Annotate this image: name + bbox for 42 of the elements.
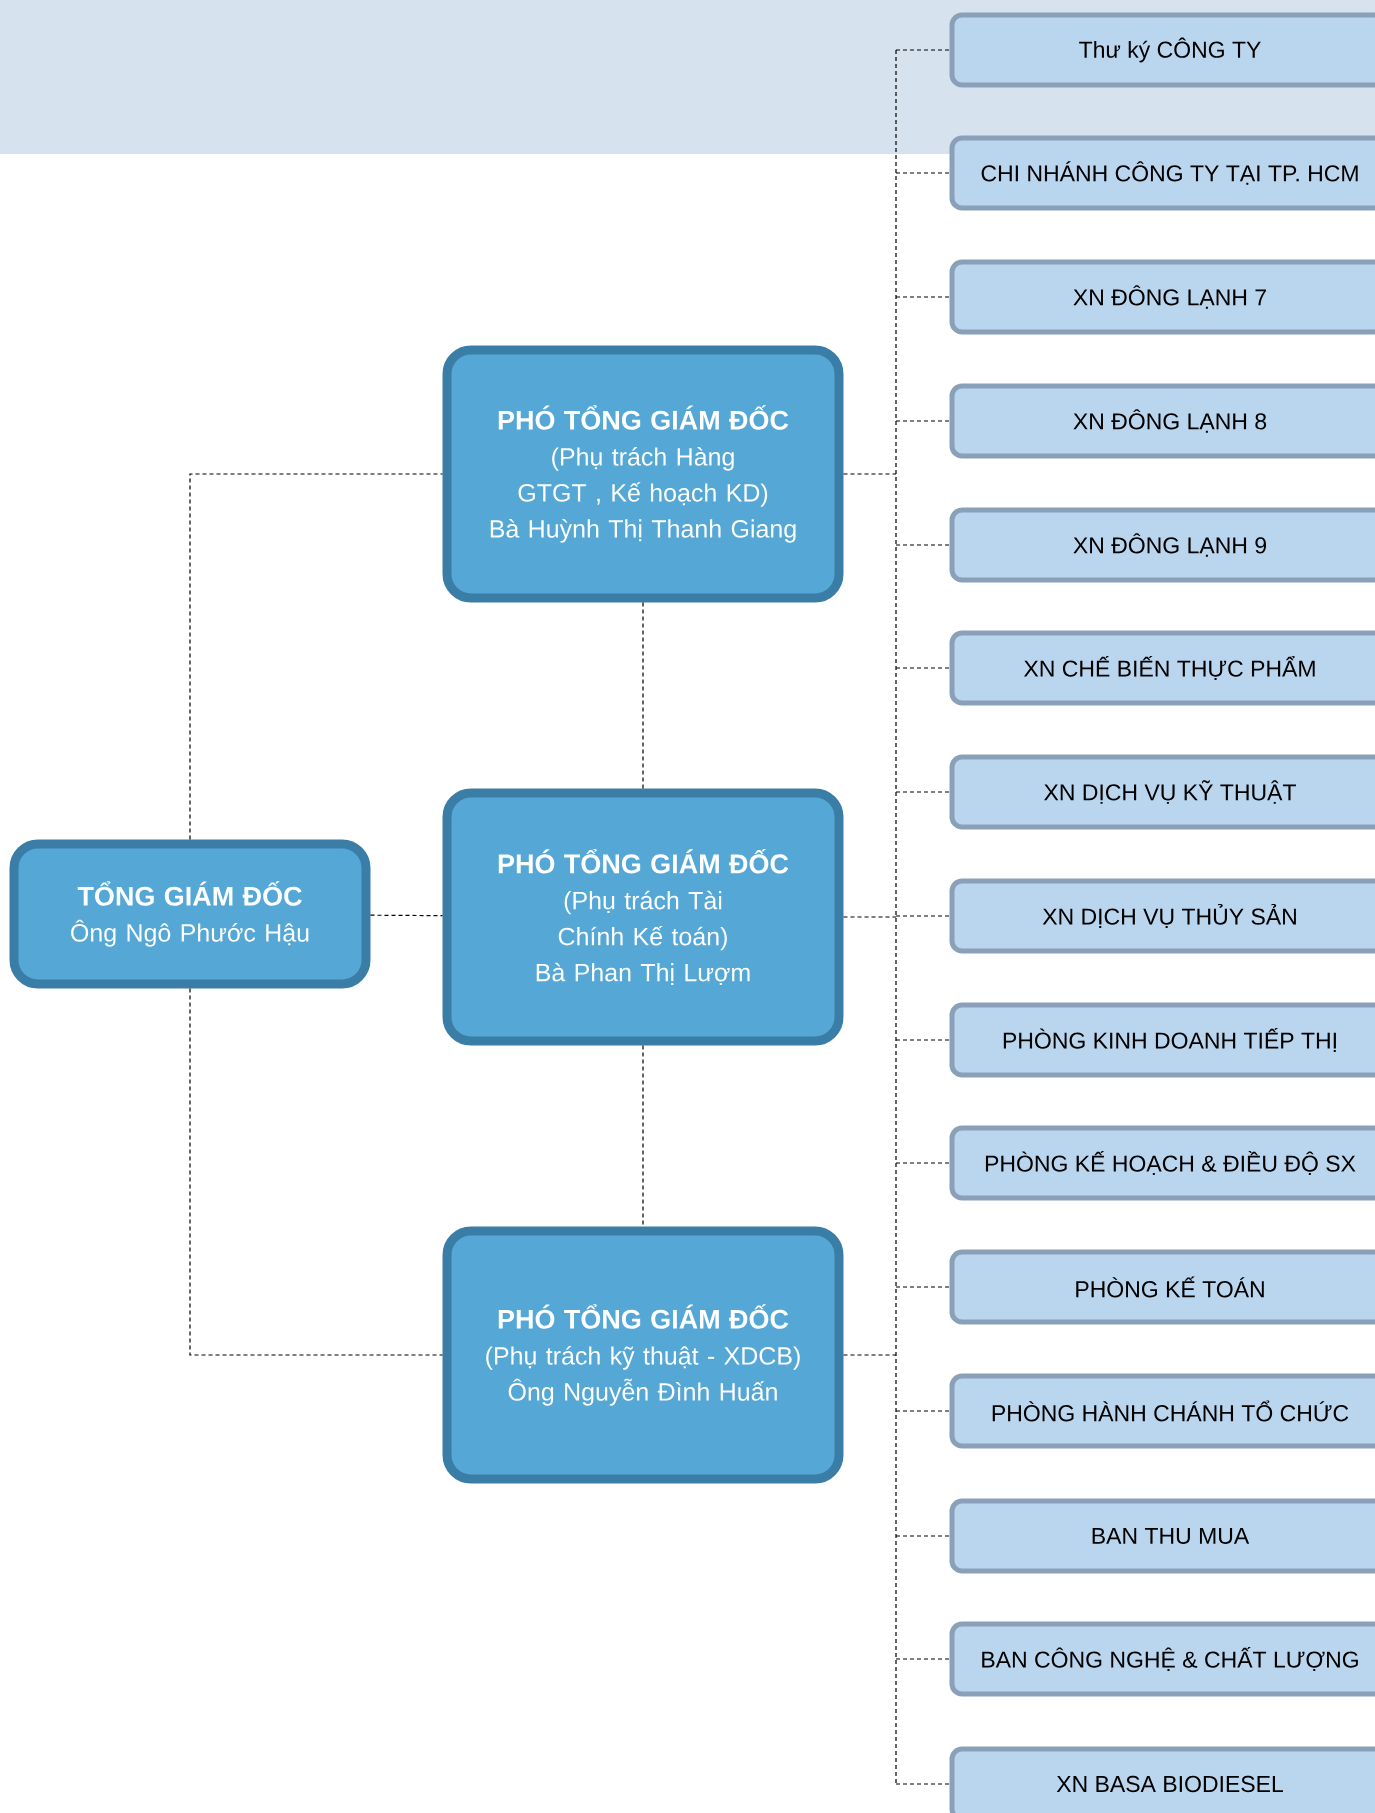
connector-line bbox=[895, 1039, 951, 1041]
connector-line bbox=[369, 914, 444, 917]
unit-box: XN ĐÔNG LẠNH 9 bbox=[949, 507, 1375, 583]
connector-line bbox=[895, 791, 951, 793]
connector-line bbox=[895, 1658, 951, 1660]
connector-line bbox=[842, 473, 897, 475]
connector-line bbox=[895, 1162, 951, 1164]
executive-box: PHÓ TỔNG GIÁM ĐỐC (Phụ trách kỹ thuật - XDCB) Ông Nguyễn Đình Huấn bbox=[442, 1226, 844, 1484]
connector-line bbox=[895, 49, 951, 51]
unit-box: XN DỊCH VỤ KỸ THUẬT bbox=[949, 754, 1375, 830]
connector-line bbox=[189, 987, 444, 1356]
connector-line bbox=[895, 1286, 951, 1288]
connector-line bbox=[642, 601, 644, 790]
unit-box: Thư ký CÔNG TY bbox=[949, 12, 1375, 88]
unit-box: XN DỊCH VỤ THỦY SẢN bbox=[949, 878, 1375, 954]
connector-line bbox=[895, 1783, 951, 1785]
connector-line bbox=[895, 296, 951, 298]
director-box: TỔNG GIÁM ĐỐC Ông Ngô Phước Hậu bbox=[9, 839, 371, 989]
connector-line bbox=[895, 667, 951, 669]
connector-line bbox=[895, 49, 897, 1785]
unit-box: PHÒNG KẾ HOẠCH & ĐIỀU ĐỘ SX bbox=[949, 1125, 1375, 1201]
unit-box: XN ĐÔNG LẠNH 8 bbox=[949, 383, 1375, 459]
unit-box: PHÒNG HÀNH CHÁNH TỔ CHỨC bbox=[949, 1373, 1375, 1449]
unit-box: PHÒNG KINH DOANH TIẾP THỊ bbox=[949, 1002, 1375, 1078]
unit-box: XN BASA BIODIESEL bbox=[949, 1746, 1375, 1813]
connector-line bbox=[189, 473, 444, 841]
unit-box: XN CHẾ BIẾN THỰC PHẨM bbox=[949, 630, 1375, 706]
connector-line bbox=[895, 915, 951, 917]
connector-line bbox=[895, 1410, 951, 1412]
connector-line bbox=[842, 1354, 897, 1356]
unit-box: PHÒNG KẾ TOÁN bbox=[949, 1249, 1375, 1325]
executive-box: PHÓ TỔNG GIÁM ĐỐC (Phụ trách Tài Chính Kế toán) Bà Phan Thị Lượm bbox=[442, 788, 844, 1046]
executive-box: PHÓ TỔNG GIÁM ĐỐC (Phụ trách Hàng GTGT , Kế hoạch KD) Bà Huỳnh Thị Thanh Giang bbox=[442, 345, 844, 603]
unit-box: BAN THU MUA bbox=[949, 1498, 1375, 1574]
connector-line bbox=[842, 916, 897, 918]
connector-line bbox=[895, 1535, 951, 1537]
connector-line bbox=[895, 172, 951, 174]
unit-box: BAN CÔNG NGHỆ & CHẤT LƯỢNG bbox=[949, 1621, 1375, 1697]
connector-line bbox=[895, 544, 951, 546]
unit-box: XN ĐÔNG LẠNH 7 bbox=[949, 259, 1375, 335]
unit-box: CHI NHÁNH CÔNG TY TẠI TP. HCM bbox=[949, 135, 1375, 211]
connector-line bbox=[895, 420, 951, 422]
